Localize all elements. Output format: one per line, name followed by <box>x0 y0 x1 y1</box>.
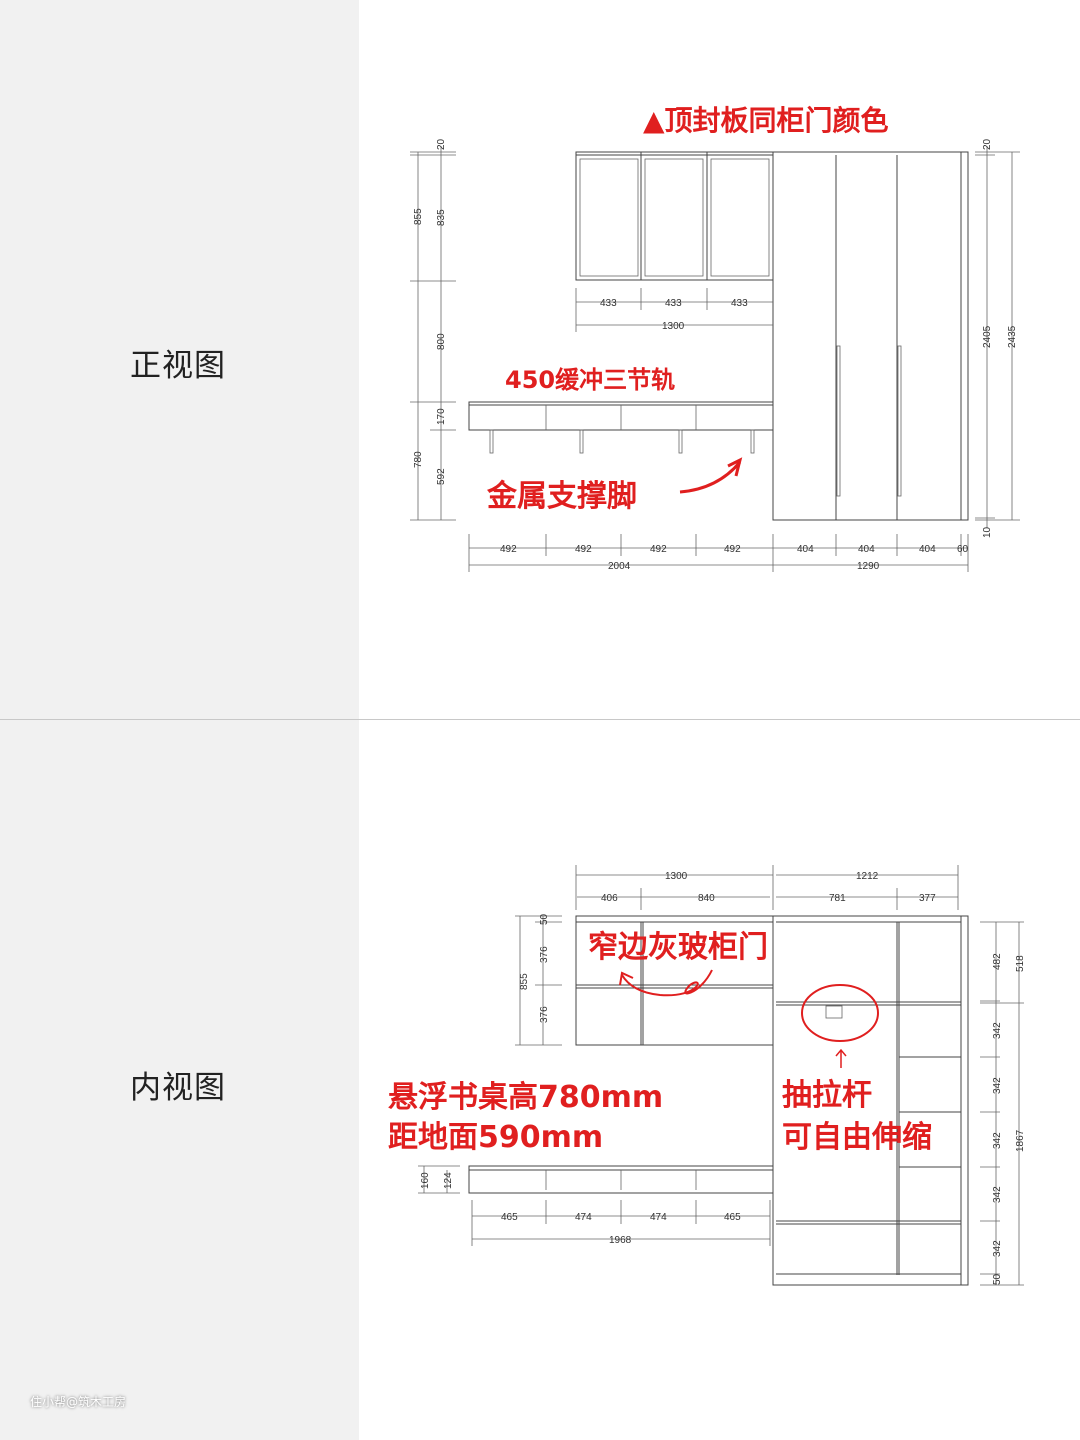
dim-label: 433 <box>665 298 682 309</box>
dim-label: 840 <box>698 893 715 904</box>
dim-label: 1290 <box>857 561 880 572</box>
dim-label: 518 <box>1015 955 1026 972</box>
dim-label: 1300 <box>662 321 685 332</box>
dim-label: 592 <box>436 468 447 485</box>
dim-label: 465 <box>724 1212 741 1223</box>
pull-out-rod <box>825 1005 843 1019</box>
dim-label: 1300 <box>665 871 688 882</box>
floating-desk <box>468 1165 774 1194</box>
dim-label: 50 <box>539 913 550 925</box>
dim-label: 474 <box>650 1212 667 1223</box>
front-left-dims <box>410 146 456 521</box>
front-view-label: 正视图 <box>130 348 226 384</box>
front-upper-dims <box>575 288 773 332</box>
note-rail: 450缓冲三节轨 <box>505 366 675 394</box>
door-handle <box>836 345 841 497</box>
arrow-icon <box>679 457 743 494</box>
note-rod: 抽拉杆 <box>782 1078 872 1113</box>
dim-label: 2405 <box>982 325 993 348</box>
metal-legs <box>489 429 755 454</box>
highlight-circle-icon <box>801 984 879 1042</box>
note-legs: 金属支撑脚 <box>486 479 637 514</box>
glass-door <box>710 158 770 277</box>
inner-right-dims <box>980 921 1024 1286</box>
left-label-panel <box>0 0 359 1440</box>
front-right-dims <box>975 146 1020 528</box>
front-bottom-dims <box>468 534 969 572</box>
dim-label: 780 <box>413 451 424 468</box>
dim-label: 342 <box>992 1240 1003 1257</box>
dim-label: 1867 <box>1015 1129 1026 1152</box>
dim-label: 170 <box>436 408 447 425</box>
dim-label: 781 <box>829 893 846 904</box>
dim-label: 1968 <box>609 1235 632 1246</box>
glass-door <box>644 158 704 277</box>
section-divider <box>0 719 1080 720</box>
inner-view-label: 内视图 <box>130 1070 226 1106</box>
dim-label: 377 <box>919 893 936 904</box>
watermark: 住小帮@筑木工房 <box>30 1395 127 1409</box>
dim-label: 20 <box>982 138 993 150</box>
tall-wardrobe <box>772 151 969 521</box>
dim-label: 492 <box>724 544 741 555</box>
dim-label: 855 <box>413 208 424 225</box>
dim-label: 404 <box>797 544 814 555</box>
drawing-line <box>678 429 683 454</box>
note-glass-door: 窄边灰玻柜门 <box>588 930 768 965</box>
dim-label: 433 <box>600 298 617 309</box>
dim-label: 433 <box>731 298 748 309</box>
dim-label: 124 <box>443 1172 454 1189</box>
dim-label: 376 <box>539 946 550 963</box>
up-arrow-icon <box>835 1048 847 1068</box>
dim-label: 800 <box>436 333 447 350</box>
dim-label: 20 <box>436 138 447 150</box>
dim-label: 342 <box>992 1186 1003 1203</box>
tall-wardrobe-interior <box>772 915 969 1286</box>
dim-label: 2435 <box>1007 325 1018 348</box>
drawing-line <box>579 429 584 454</box>
note-desk-height: 悬浮书桌高780mm <box>388 1080 663 1115</box>
dim-label: 474 <box>575 1212 592 1223</box>
inner-left-dims <box>418 915 562 1194</box>
dim-label: 835 <box>436 209 447 226</box>
dim-label: 404 <box>919 544 936 555</box>
dim-label: 10 <box>982 526 993 538</box>
dim-label: 492 <box>575 544 592 555</box>
inner-top-dims <box>575 865 959 910</box>
inner-view-drawing: 1300 1212 406 840 781 377 855 50 376 376… <box>388 865 1026 1286</box>
curved-arrow-icon <box>619 969 713 997</box>
drawing-line <box>750 429 755 454</box>
dim-label: 465 <box>501 1212 518 1223</box>
glass-door <box>579 158 639 277</box>
note-rod-extend: 可自由伸缩 <box>782 1120 932 1155</box>
note-top-panel: ▲顶封板同柜门颜色 <box>643 104 889 137</box>
dim-label: 482 <box>992 953 1003 970</box>
dim-label: 50 <box>992 1273 1003 1285</box>
dim-label: 60 <box>957 544 969 555</box>
dim-label: 1212 <box>856 871 879 882</box>
dim-label: 342 <box>992 1132 1003 1149</box>
front-view-drawing: 855 780 20 835 800 170 592 433 433 433 1… <box>410 104 1020 572</box>
dim-label: 342 <box>992 1022 1003 1039</box>
dim-label: 160 <box>420 1172 431 1189</box>
dim-label: 342 <box>992 1077 1003 1094</box>
dim-label: 404 <box>858 544 875 555</box>
upper-wall-cabinet <box>575 151 774 281</box>
note-desk-floor: 距地面590mm <box>388 1120 603 1155</box>
dim-label: 492 <box>500 544 517 555</box>
door-handle <box>897 345 902 497</box>
inner-bottom-dims <box>471 1200 771 1246</box>
dim-label: 492 <box>650 544 667 555</box>
dim-label: 376 <box>539 1006 550 1023</box>
drawing-line <box>489 429 494 454</box>
dim-label: 855 <box>519 973 530 990</box>
dim-label: 406 <box>601 893 618 904</box>
dim-label: 2004 <box>608 561 631 572</box>
